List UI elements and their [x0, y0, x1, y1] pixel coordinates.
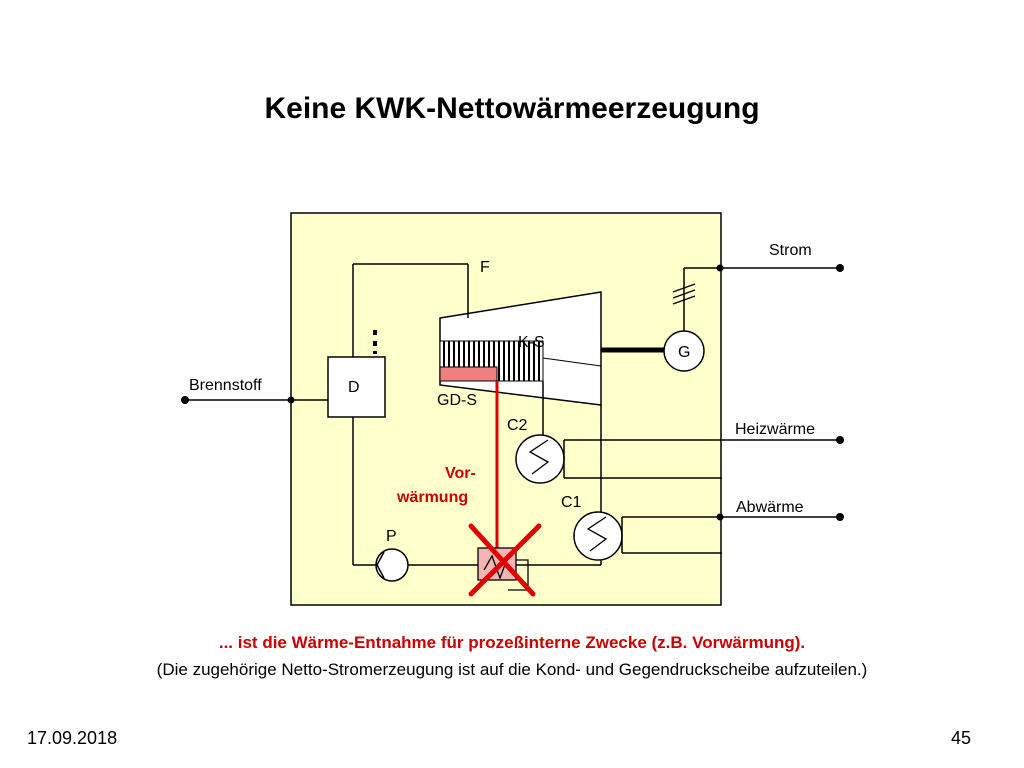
steam-dots: [373, 330, 377, 354]
label-c2: C2: [507, 417, 528, 434]
label-gds: GD-S: [437, 392, 477, 409]
label-ks: K-S: [518, 334, 545, 351]
condensing-stage-hatching: [443, 341, 540, 381]
slide-title: Keine KWK-Nettowärmeerzeugung: [264, 92, 760, 125]
label-vorwaermung-1: Vor-: [445, 465, 476, 482]
label-p: P: [386, 528, 397, 545]
label-g: G: [678, 344, 690, 361]
label-heizwaerme: Heizwärme: [735, 421, 815, 438]
label-strom: Strom: [769, 242, 812, 259]
electric-line-marks: [672, 283, 696, 305]
backpressure-stage: [439, 366, 498, 382]
label-abwaerme: Abwärme: [736, 499, 804, 516]
heat-exchanger-c2: [515, 434, 565, 484]
page-number: 45: [950, 728, 971, 748]
caption-line-2: (Die zugehörige Netto-Stromerzeugung ist…: [156, 660, 868, 679]
heat-exchanger-c1: [573, 511, 623, 561]
boiler-symbol: [327, 356, 386, 418]
slide-date: 17.09.2018: [27, 728, 118, 748]
label-brennstoff: Brennstoff: [189, 377, 262, 394]
label-c1: C1: [561, 494, 582, 511]
label-d: D: [348, 379, 360, 396]
cross-mark: [468, 523, 542, 597]
caption-line-1: ... ist die Wärme-Entnahme für prozeßint…: [218, 633, 806, 652]
stage-divider: [542, 357, 602, 367]
label-f: F: [480, 259, 490, 276]
label-vorwaermung-2: wärmung: [396, 489, 468, 506]
pump-symbol: [375, 548, 409, 582]
